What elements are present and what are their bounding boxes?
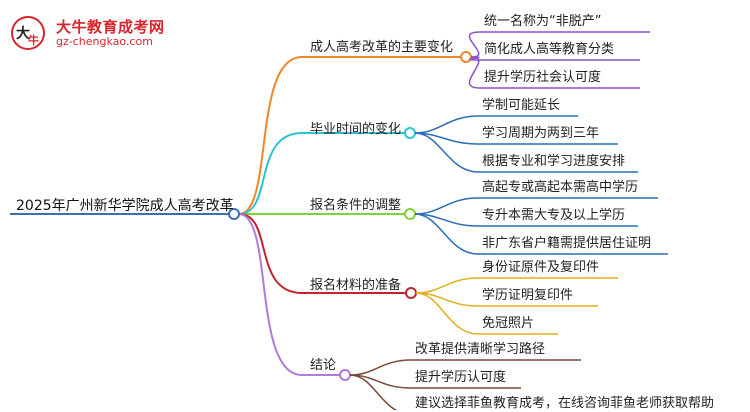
leaf-label: 建议选择菲鱼教育成考，在线咨询菲鱼老师获取帮助 <box>415 396 715 411</box>
leaf-connector <box>468 56 481 89</box>
logo-url: gz-chengkao.com <box>56 35 153 48</box>
leaf-label: 非广东省户籍需提供居住证明 <box>482 236 652 251</box>
branch-label: 成人高考改革的主要变化 <box>310 40 454 55</box>
branch-label: 报名材料的准备 <box>310 278 402 293</box>
branch-label: 毕业时间的变化 <box>310 122 402 137</box>
leaf-connector <box>415 292 479 335</box>
branch-node <box>339 369 351 381</box>
leaf-label: 学习周期为两到三年 <box>482 126 600 141</box>
root-node <box>228 208 240 220</box>
leaf-label: 身份证原件及复印件 <box>482 260 600 275</box>
branch-node <box>404 127 416 139</box>
leaf-label: 提升学历社会认可度 <box>484 70 602 85</box>
leaf-connector <box>415 277 479 294</box>
leaf-connector <box>349 359 412 376</box>
logo-title: 大牛教育成考网 <box>56 18 165 36</box>
leaf-label: 高起专或高起本需高中学历 <box>482 180 639 195</box>
leaf-label: 学历证明复印件 <box>482 288 574 303</box>
leaf-connector <box>349 374 398 410</box>
leaf-label: 提升学历认可度 <box>415 370 507 385</box>
leaf-label: 专升本需大专及以上学历 <box>482 208 626 223</box>
leaf-connector <box>414 132 479 173</box>
branch-label: 结论 <box>310 358 337 373</box>
logo-mascot-icon: 大 牛 <box>11 16 45 50</box>
leaf-connector <box>414 213 479 255</box>
leaf-label: 根据专业和学习进度安排 <box>482 154 626 169</box>
leaf-label: 统一名称为“非脱产” <box>484 14 602 29</box>
leaf-connector <box>468 31 481 58</box>
branch-connector <box>238 213 303 294</box>
leaf-label: 改革提供清晰学习路径 <box>415 342 546 357</box>
leaf-label: 学制可能延长 <box>482 98 561 113</box>
leaf-connector <box>414 197 479 215</box>
branch-node <box>404 208 416 220</box>
logo: 大 牛 大牛教育成考网 gz-chengkao.com <box>8 14 208 52</box>
branch-connector <box>238 56 303 215</box>
leaf-label: 免冠照片 <box>482 316 535 331</box>
leaf-connector <box>414 115 479 134</box>
branch-connector <box>238 132 303 215</box>
branch-connector <box>238 213 303 376</box>
branch-label: 报名条件的调整 <box>310 198 402 213</box>
svg-text:大: 大 <box>16 25 30 42</box>
branch-node <box>460 51 472 63</box>
branch-node <box>405 287 417 299</box>
root-topic: 2025年广州新华学院成人高考改革 <box>16 198 234 214</box>
svg-text:牛: 牛 <box>28 33 39 47</box>
leaf-label: 简化成人高等教育分类 <box>484 42 615 57</box>
